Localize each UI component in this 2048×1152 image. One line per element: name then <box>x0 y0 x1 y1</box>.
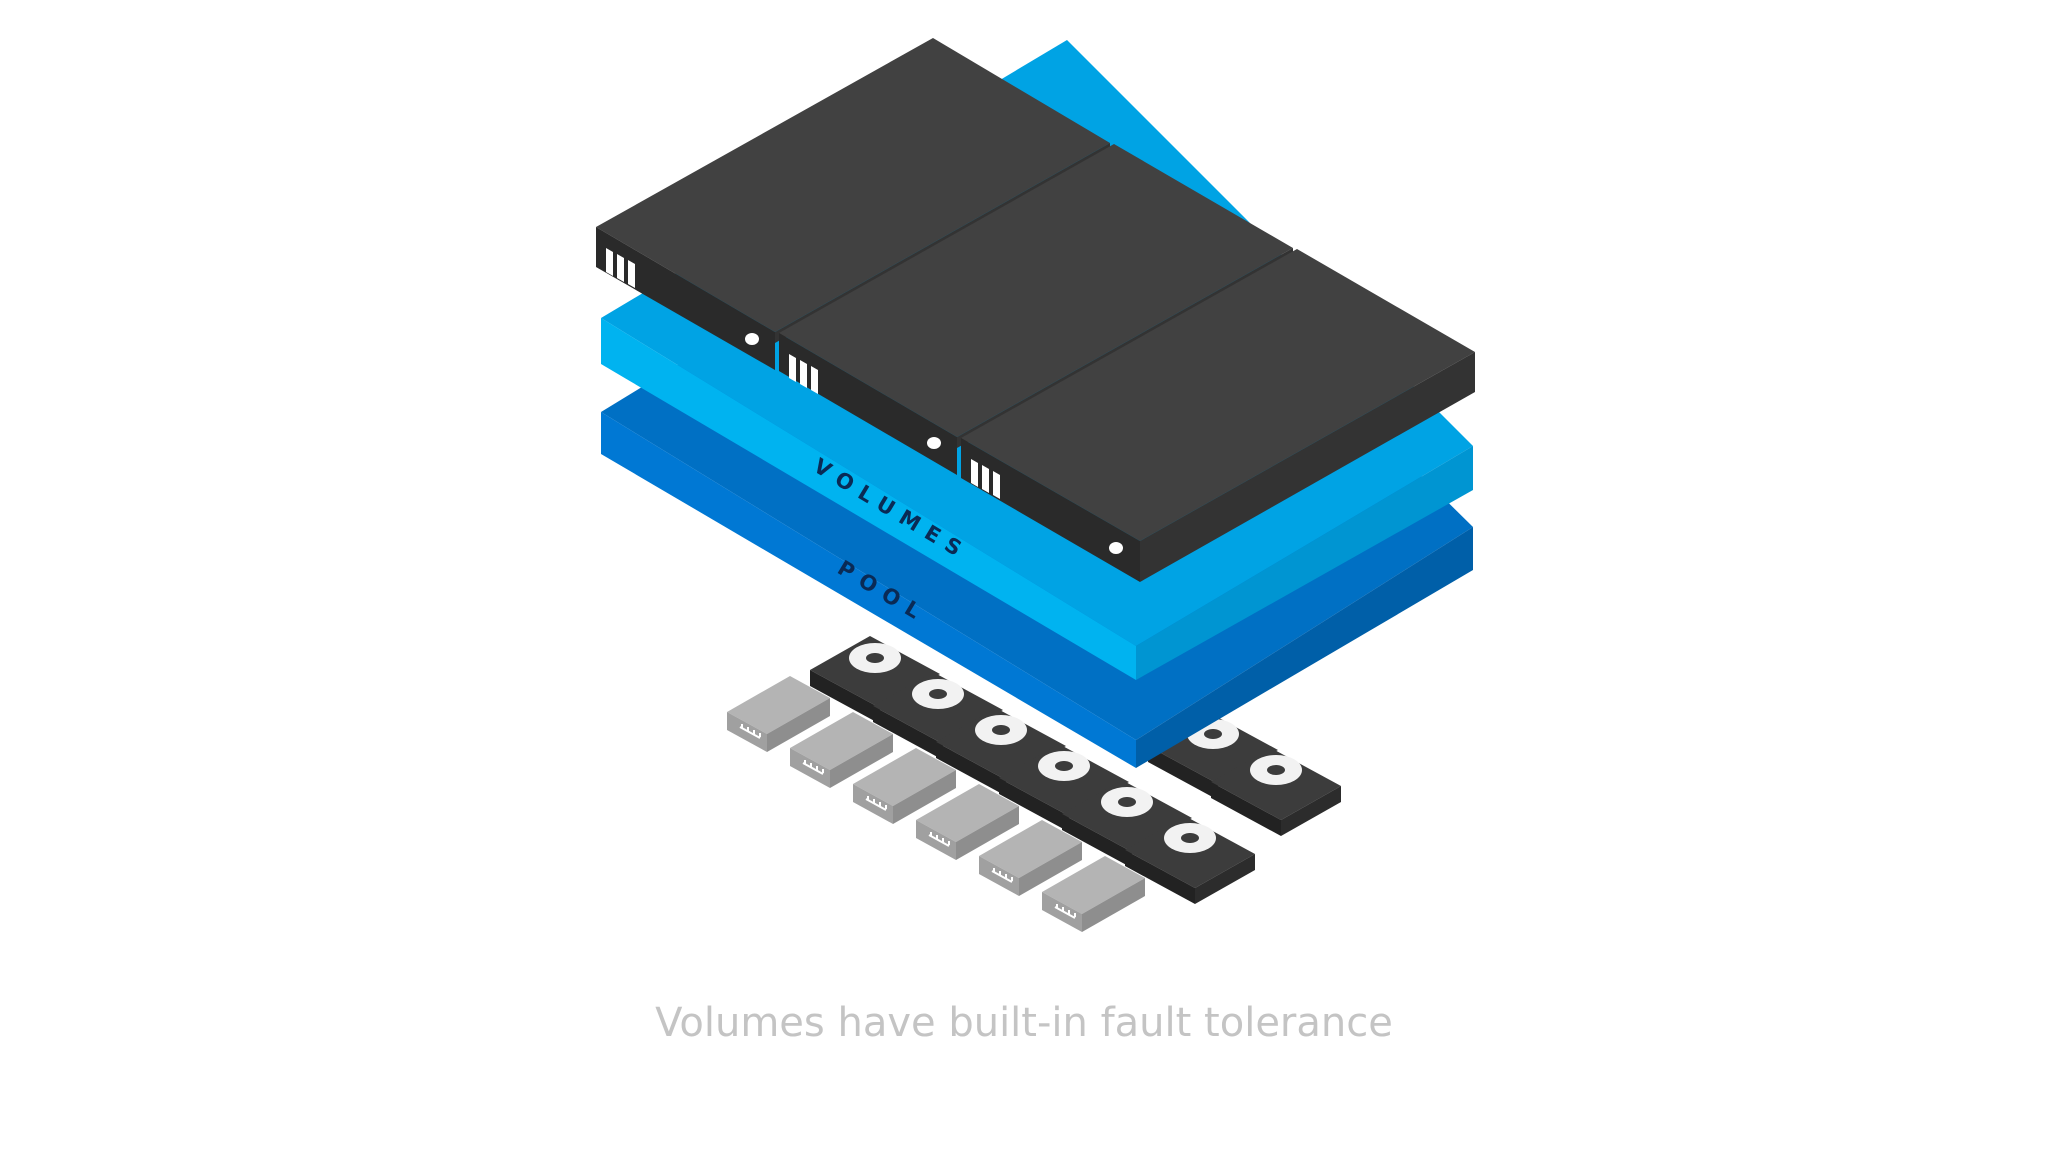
drive-bays-icon <box>971 459 1000 499</box>
ssd-connector-icon <box>802 760 824 775</box>
ssd-drive <box>979 820 1082 896</box>
servers <box>596 38 1475 582</box>
ssd-connector-icon <box>928 832 950 847</box>
ssd-connector-icon <box>865 796 887 811</box>
ssd-drive <box>916 784 1019 860</box>
hdd-drives <box>810 636 1341 904</box>
ssd-drive <box>1042 856 1145 932</box>
power-led-icon <box>927 437 941 449</box>
drive-bays-icon <box>606 248 635 288</box>
ssd-drive <box>853 748 956 824</box>
hdd-drive <box>1125 816 1255 904</box>
power-led-icon <box>745 333 759 345</box>
ssd-connector-icon <box>739 724 761 739</box>
hdd-drive <box>1211 748 1341 836</box>
server-node <box>961 249 1475 582</box>
ssd-drive <box>790 712 893 788</box>
ssd-connector-icon <box>1054 904 1076 919</box>
ssd-drives <box>727 676 1145 932</box>
power-led-icon <box>1109 542 1123 554</box>
drive-bays-icon <box>789 354 818 394</box>
ssd-connector-icon <box>991 868 1013 883</box>
caption-text: Volumes have built-in fault tolerance <box>655 1000 1393 1046</box>
ssd-drive <box>727 676 830 752</box>
